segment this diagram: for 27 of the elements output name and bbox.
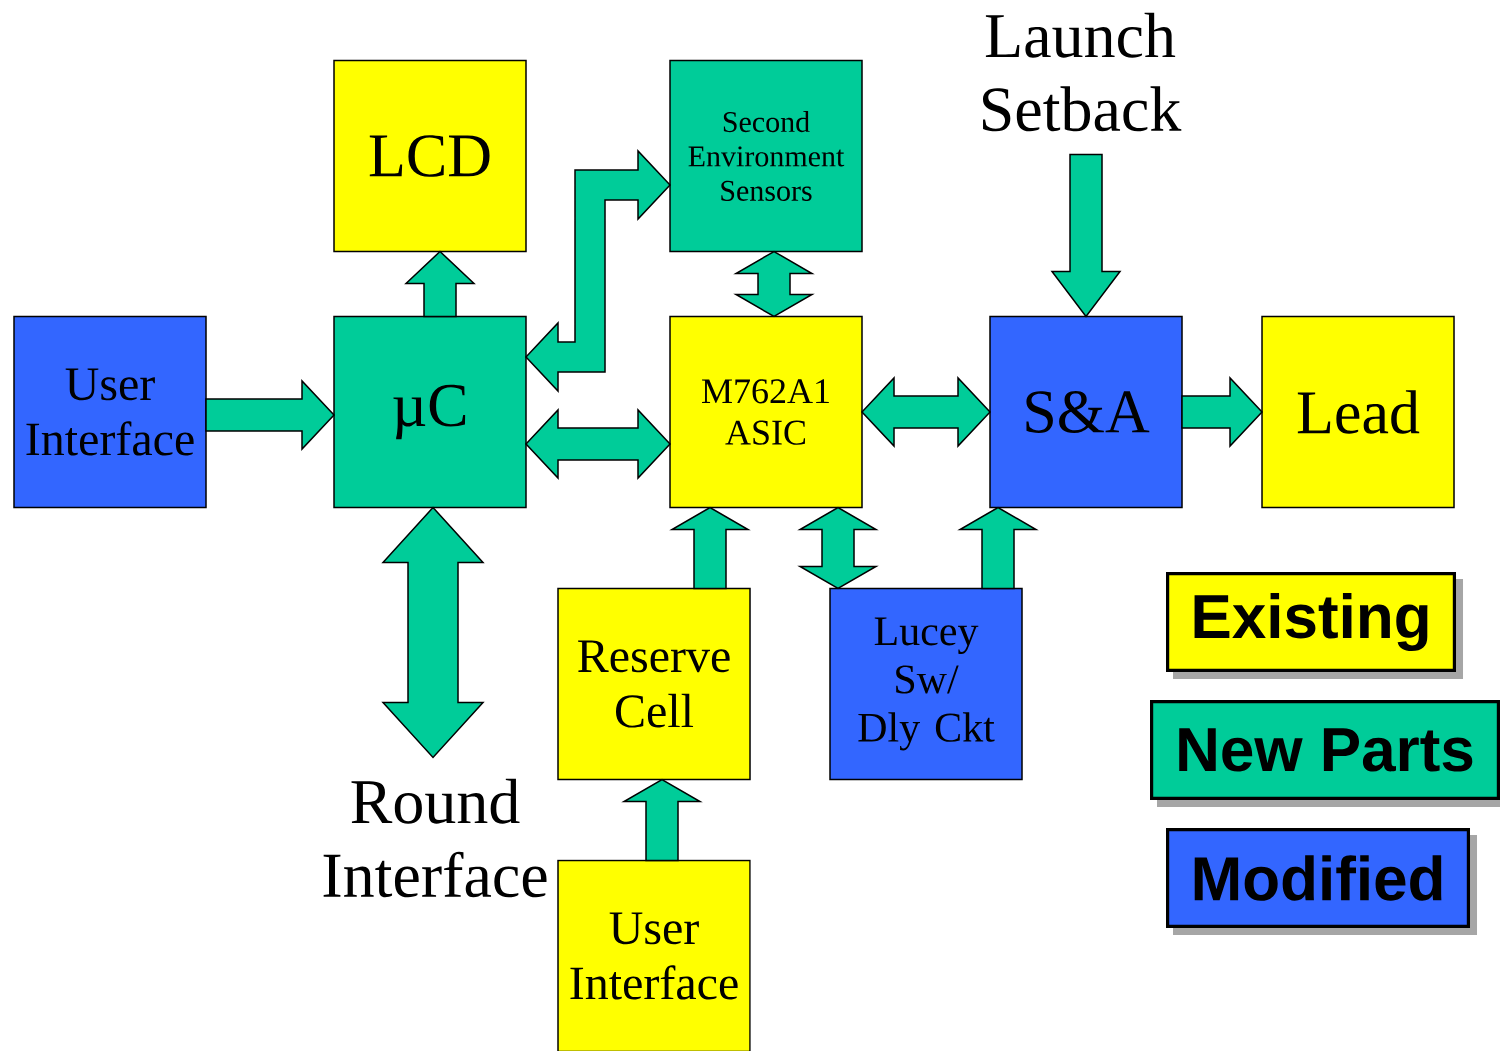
block-arrow: [524, 408, 672, 480]
legend-box: Existing: [1166, 572, 1463, 679]
block-box: S&A: [989, 315, 1183, 509]
block-box: LCD: [333, 59, 527, 253]
block-label: Round Interface: [323, 778, 547, 898]
block-box: User Interface: [557, 859, 751, 1051]
block-box: Lead: [1261, 315, 1455, 509]
block-box: µC: [333, 315, 527, 509]
block-arrow: [861, 376, 992, 448]
block-box: M762A1 ASIC: [669, 315, 863, 509]
block-arrow: [797, 506, 879, 590]
block-arrow: [957, 506, 1039, 590]
block-arrow: [621, 778, 703, 862]
block-arrow: [1181, 376, 1264, 448]
legend-box: Modified: [1166, 828, 1477, 935]
block-box: Reserve Cell: [557, 587, 751, 781]
block-arrow: [733, 250, 815, 318]
block-arrow: [669, 506, 751, 590]
block-label: Launch Setback: [983, 12, 1182, 132]
block-arrow: [381, 506, 485, 759]
block-box: Lucey Sw/ Dly Ckt: [829, 587, 1023, 781]
legend-box: New Parts: [1150, 700, 1500, 807]
block-arrow: [205, 379, 336, 451]
block-arrow: [1050, 153, 1122, 318]
block-box: User Interface: [13, 315, 207, 509]
block-box: Second Environment Sensors: [669, 59, 863, 253]
block-arrow: [404, 250, 476, 318]
